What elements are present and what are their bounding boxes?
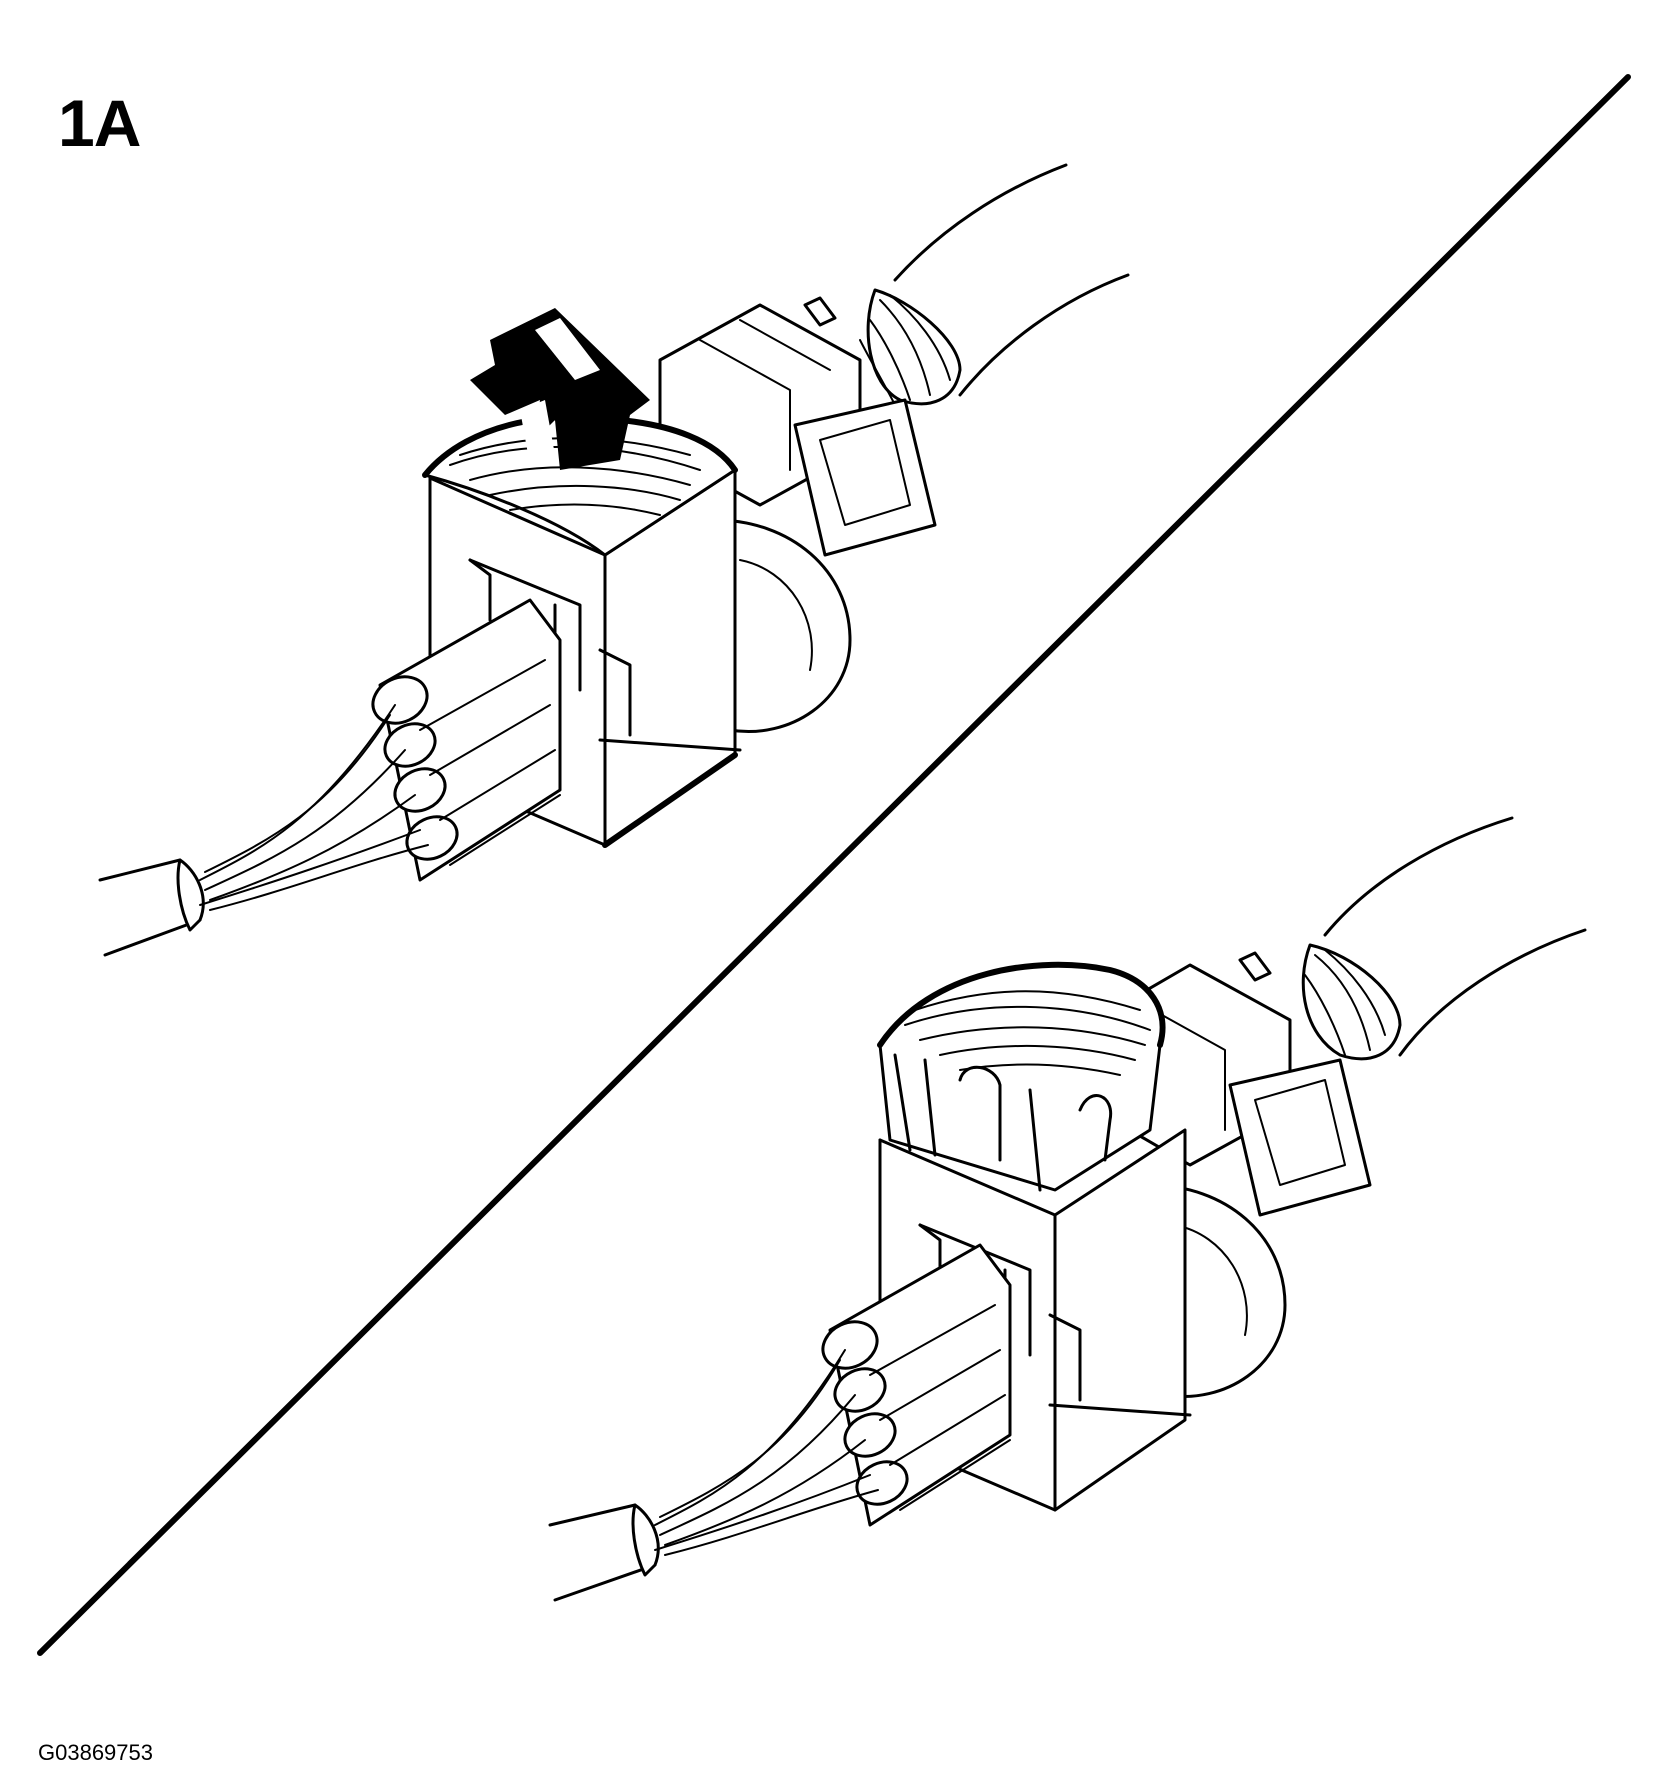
terminal-barrels-top [371, 598, 562, 882]
connector-lock-bottom [877, 961, 1166, 1192]
connector-bottom-locked [548, 816, 1587, 1602]
harness-wires-top [98, 704, 429, 957]
figure-code: G03869753 [38, 1740, 153, 1765]
mating-harness-cable-bottom [1301, 816, 1587, 1061]
step-label: 1A [58, 86, 141, 160]
terminal-barrels-bottom [821, 1243, 1012, 1527]
harness-wires-bottom [548, 1349, 879, 1602]
lift-arrow [470, 308, 650, 470]
connector-top-unlocking [98, 163, 1130, 957]
divider-line [37, 74, 1631, 1656]
mating-harness-cable-top [859, 163, 1130, 406]
